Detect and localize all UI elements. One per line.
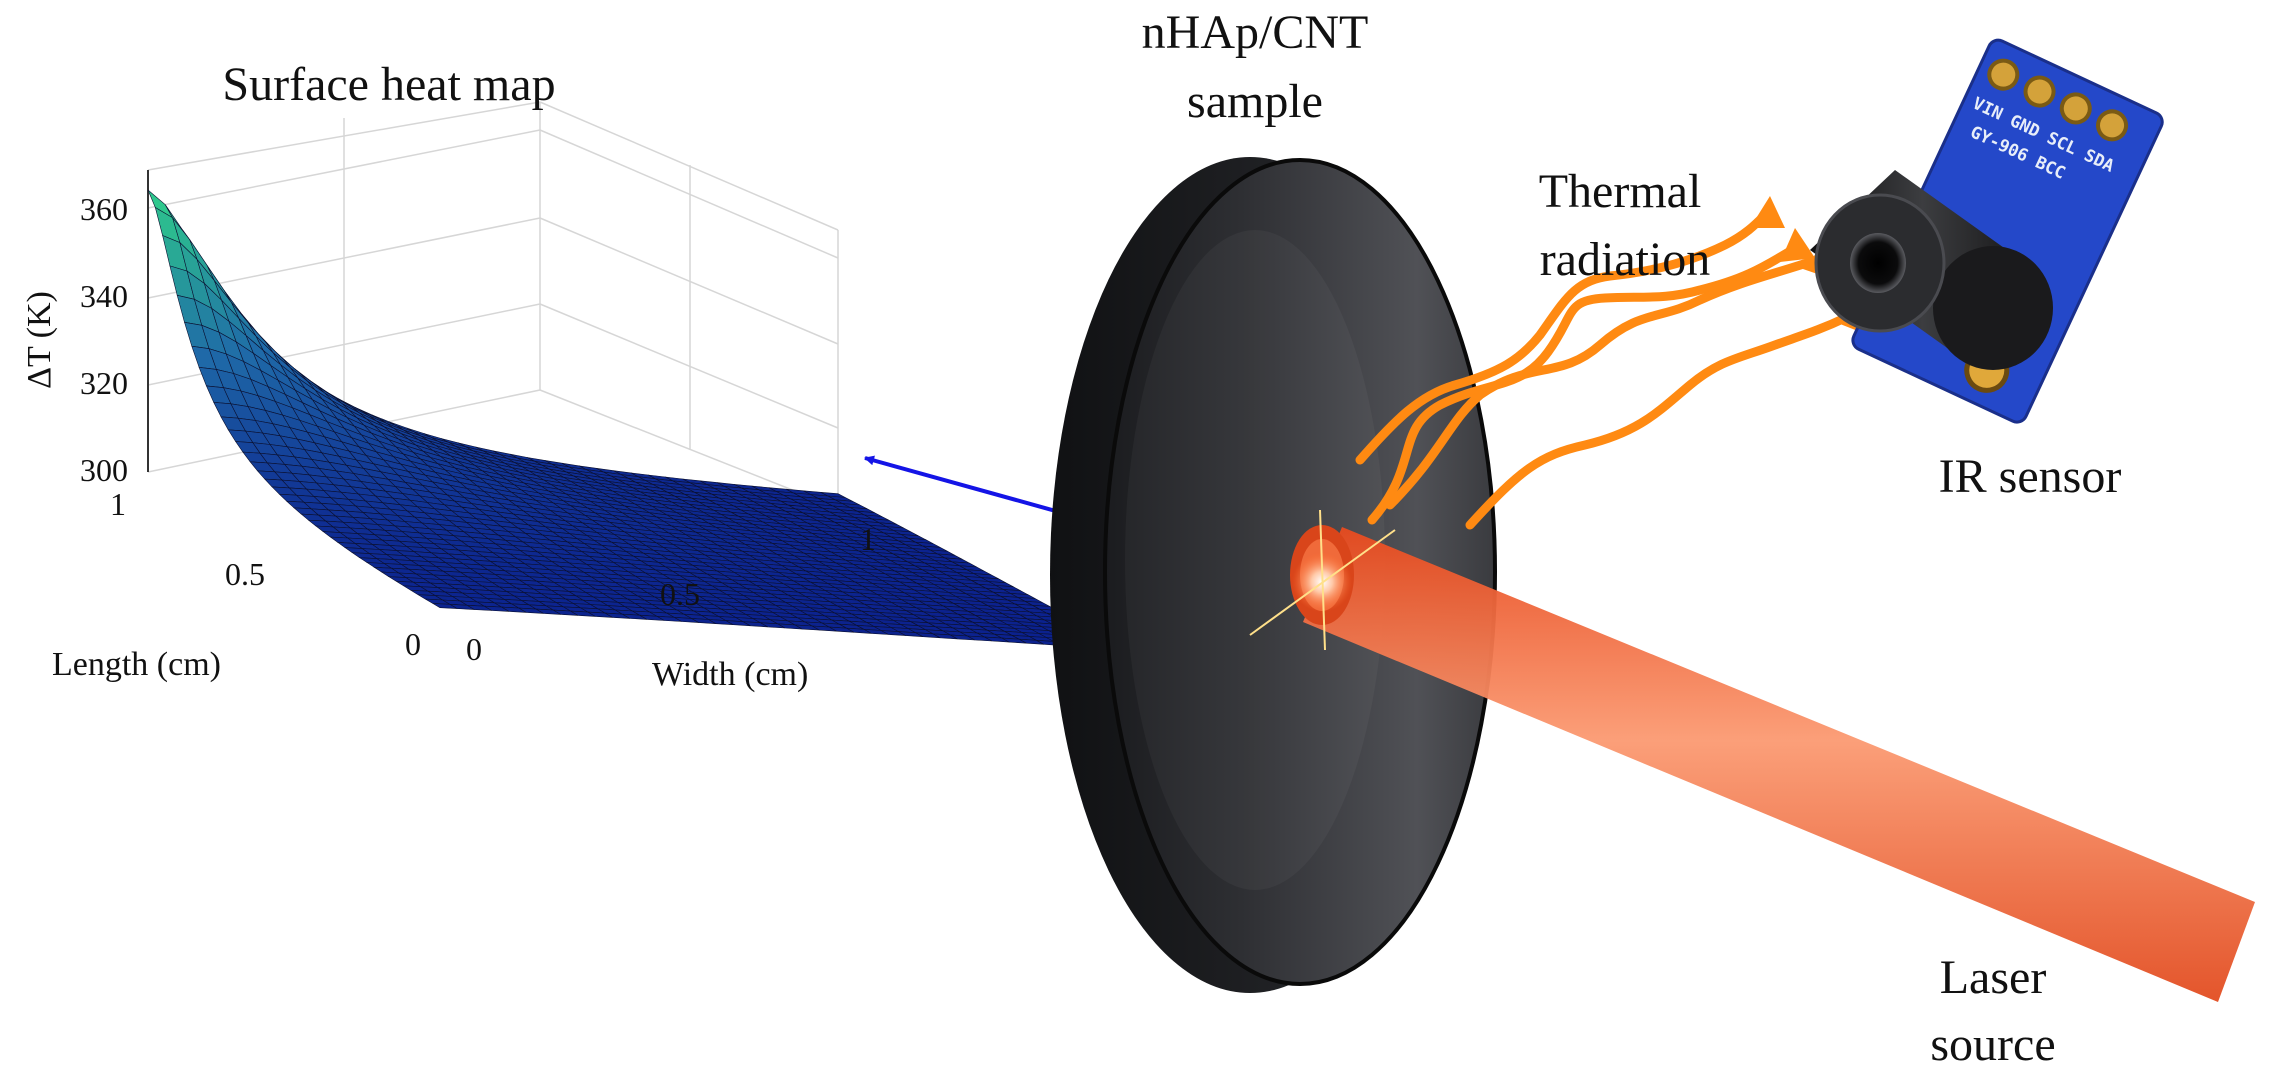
length-tick: 0 <box>405 626 421 662</box>
length-axis-label: Length (cm) <box>52 646 221 683</box>
z-axis-label: ΔT (K) <box>21 291 58 389</box>
length-tick: 0.5 <box>225 556 265 592</box>
sensor-cylinder-back <box>1933 246 2053 370</box>
laser-label-line1: Laser <box>1940 951 2047 1004</box>
heatmap-title: Surface heat map <box>222 58 555 111</box>
pin-icon <box>2023 75 2056 108</box>
radiation-label-line1: Thermal <box>1539 165 1702 218</box>
pin-icon <box>2059 92 2092 125</box>
z-tick: 300 <box>80 452 128 488</box>
sensor-aperture-icon <box>1850 233 1906 293</box>
pin-icon <box>2096 109 2129 142</box>
thermal-radiation-waves <box>1355 210 1850 530</box>
z-tick: 340 <box>80 278 128 314</box>
width-tick: 1 <box>860 521 876 557</box>
z-tick: 360 <box>80 191 128 227</box>
ir-sensor-module: VIN GND SCL SDA GY-906 BCC <box>1810 38 2164 424</box>
sample-label-line1: nHAp/CNT <box>1142 6 1369 59</box>
laser-label-line2: source <box>1930 1018 2055 1071</box>
z-tick: 320 <box>80 365 128 401</box>
surface-mesh <box>147 189 1131 650</box>
surface-heat-map: Surface heat map ΔT (K) 360 340 320 300 … <box>21 58 1131 693</box>
width-tick: 0 <box>466 631 482 667</box>
laser-spot-icon <box>1249 509 1396 651</box>
width-axis-label: Width (cm) <box>652 656 808 693</box>
sensor-label: IR sensor <box>1939 450 2122 503</box>
width-tick: 0.5 <box>660 576 700 612</box>
pin-icon <box>1987 58 2020 91</box>
sample-label-line2: sample <box>1187 75 1323 128</box>
radiation-label-line2: radiation <box>1540 233 1711 286</box>
length-tick: 1 <box>110 486 126 522</box>
